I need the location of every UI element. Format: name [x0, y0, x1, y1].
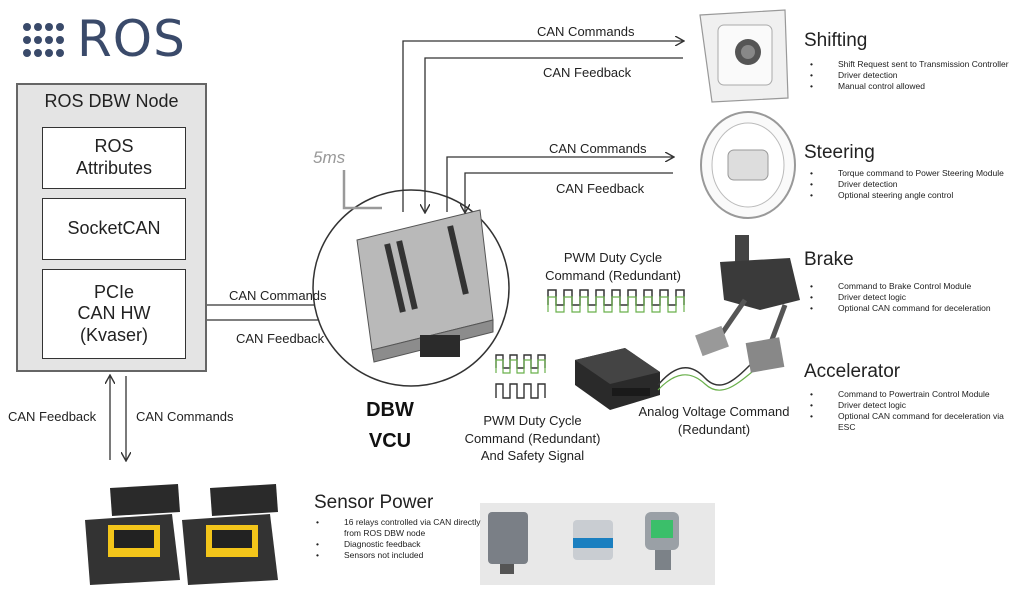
block-line: (Kvaser) — [79, 324, 148, 345]
pwm-bottom-line: PWM Duty Cycle — [483, 413, 582, 428]
pwm-bottom-line: Command (Redundant) — [464, 430, 601, 446]
vcu-label-line: DBW — [366, 399, 414, 421]
accelerator-bullets: Command to Powertrain Control Module Dri… — [806, 389, 1012, 433]
sensors-image — [480, 503, 715, 585]
power-distribution-case-2 — [182, 484, 278, 585]
timing-label: 5ms — [313, 148, 346, 167]
analog-label: Analog Voltage Command (Redundant) — [628, 403, 800, 438]
pcie-can-hw-block: PCIe CAN HW (Kvaser) — [42, 269, 186, 359]
node-vcu-cmd-label: CAN Commands — [229, 288, 327, 303]
node-title: ROS DBW Node — [44, 91, 179, 111]
shifting-bullets: Shift Request sent to Transmission Contr… — [806, 59, 1012, 92]
bullet-item: Optional steering angle control — [810, 190, 1012, 201]
analog-line: Analog Voltage Command — [638, 404, 790, 419]
gear-shifter-icon — [699, 9, 789, 103]
bullet-item: Optional CAN command for deceleration vi… — [810, 411, 1012, 433]
ros-dots-icon — [23, 23, 64, 57]
steering-title: Steering — [804, 142, 875, 163]
bullet-item: Command to Brake Control Module — [810, 281, 1012, 292]
pwm-top-line: PWM Duty Cycle — [563, 250, 663, 265]
block-line: PCIe — [93, 281, 135, 302]
socketcan-block: SocketCAN — [42, 198, 186, 260]
pwm-bottom-line: And Safety Signal — [480, 448, 585, 464]
analog-waveform — [657, 364, 751, 386]
pwm-top-label: PWM Duty Cycle Command (Redundant) — [528, 249, 698, 284]
arrow-shifter-to-vcu — [425, 57, 683, 212]
vcu-label-line: VCU — [368, 430, 412, 452]
pwm-waveform-bottom — [495, 354, 546, 399]
block-line: Attributes — [75, 158, 153, 178]
bullet-item: Driver detection — [810, 70, 1012, 81]
analog-line: (Redundant) — [677, 421, 751, 437]
steer-cmd-label: CAN Commands — [549, 141, 647, 156]
bullet-item: Diagnostic feedback — [316, 539, 499, 550]
steering-wheel-icon — [700, 111, 796, 219]
throttle-module-icon — [575, 348, 660, 410]
dbw-vcu-label: DBW VCU — [350, 395, 430, 457]
shift-cmd-label: CAN Commands — [537, 24, 635, 39]
ros-attributes-block: ROS Attributes — [42, 127, 186, 189]
bullet-item: 16 relays controlled via CAN directly fr… — [316, 517, 499, 539]
pwm-top-line: Command (Redundant) — [545, 267, 681, 283]
node-vcu-fb-label: CAN Feedback — [236, 331, 325, 346]
bullet-item: Command to Powertrain Control Module — [810, 389, 1012, 400]
brake-title: Brake — [804, 249, 854, 270]
bullet-item: Sensors not included — [316, 550, 499, 561]
ecu-module-icon — [356, 209, 494, 363]
block-line: SocketCAN — [67, 218, 161, 239]
bullet-item: Shift Request sent to Transmission Contr… — [810, 59, 1012, 70]
steering-bullets: Torque command to Power Steering Module … — [806, 168, 1012, 201]
shifting-title: Shifting — [804, 30, 868, 51]
block-line: ROS — [94, 136, 134, 157]
ros-dbw-node: ROS DBW Node ROS Attributes SocketCAN PC… — [16, 83, 207, 372]
bullet-item: Driver detection — [810, 179, 1012, 190]
brake-pedal-icon — [695, 235, 800, 373]
bullet-item: Torque command to Power Steering Module — [810, 168, 1012, 179]
pwm-bottom-label: PWM Duty Cycle Command (Redundant) And S… — [450, 412, 615, 465]
brake-bullets: Command to Brake Control Module Driver d… — [806, 281, 1012, 314]
power-distribution-case-1 — [85, 484, 180, 585]
bullet-item: Driver detect logic — [810, 292, 1012, 303]
accelerator-title: Accelerator — [804, 361, 901, 382]
sensor-power-bullets: 16 relays controlled via CAN directly fr… — [312, 517, 499, 561]
sensor-cmd-label: CAN Commands — [136, 409, 234, 424]
arrow-vcu-to-shifter — [402, 41, 683, 212]
sensor-fb-label: CAN Feedback — [8, 409, 97, 424]
arrow-vcu-to-steering — [446, 157, 673, 212]
bullet-item: Optional CAN command for deceleration — [810, 303, 1012, 314]
ros-logo-text: ROS — [77, 10, 186, 68]
timer-hand-icon — [342, 170, 382, 210]
bullet-item: Manual control allowed — [810, 81, 1012, 92]
arrow-steering-to-vcu — [465, 172, 673, 212]
steer-fb-label: CAN Feedback — [556, 181, 645, 196]
sensor-power-title: Sensor Power — [314, 492, 434, 513]
shift-fb-label: CAN Feedback — [543, 65, 632, 80]
pwm-waveform-top — [547, 289, 685, 313]
bullet-item: Driver detect logic — [810, 400, 1012, 411]
block-line: CAN HW — [77, 303, 151, 324]
